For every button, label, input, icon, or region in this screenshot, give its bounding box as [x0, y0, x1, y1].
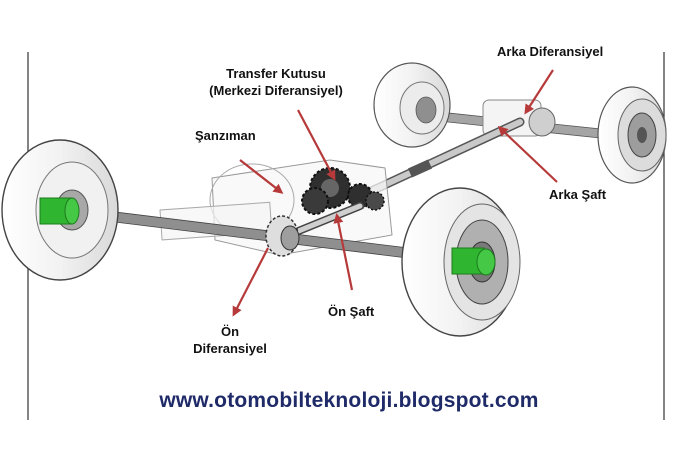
- label-arka-saft: Arka Şaft: [549, 187, 607, 202]
- label-arka-diferansiyel: Arka Diferansiyel: [497, 44, 604, 59]
- arrow-on-diferansiyel: [232, 247, 269, 317]
- arrow-on-saft: [333, 213, 354, 291]
- label-transfer-case: Transfer Kutusu (Merkezi Diferansiyel): [196, 65, 356, 99]
- front-right-wheel: [401, 187, 521, 337]
- label-on-diferansiyel: Ön Diferansiyel: [180, 323, 280, 357]
- transfer-case-gears: [301, 167, 385, 215]
- arrow-arka-saft: [497, 125, 558, 183]
- callout-arrows: [232, 69, 558, 317]
- label-sanziman: Şanzıman: [195, 128, 256, 143]
- label-transfer-line2: (Merkezi Diferansiyel): [209, 83, 343, 98]
- website-url: www.otomobilteknoloji.blogspot.com: [159, 389, 539, 412]
- label-on-diferansiyel-line1: Ön: [220, 324, 240, 339]
- arrow-sanziman: [239, 159, 284, 194]
- rear-left-wheel: [373, 62, 451, 148]
- rear-right-wheel: [597, 86, 667, 184]
- label-on-diferansiyel-line2: Diferansiyel: [193, 341, 267, 356]
- front-differential: [265, 215, 300, 257]
- front-shaft: [292, 202, 364, 236]
- rear-axle: [373, 62, 667, 184]
- label-transfer-line1: Transfer Kutusu: [226, 66, 326, 81]
- arrow-arka-diferansiyel: [524, 69, 554, 115]
- arrow-transfer-case: [297, 109, 336, 181]
- label-on-saft: Ön Şaft: [328, 304, 375, 319]
- front-left-wheel: [1, 139, 119, 281]
